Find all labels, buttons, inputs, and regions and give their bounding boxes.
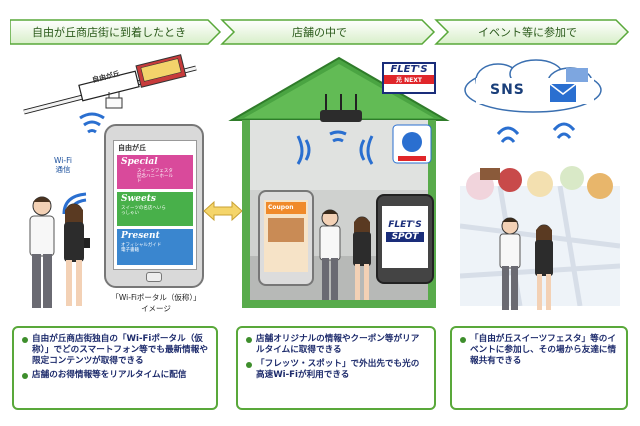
portal-phone-screen: 自由が丘 Special スイーツフェスタ記念ハニーホールド Sweets スイ… <box>113 140 197 270</box>
tile-sweets[interactable]: Sweets スイーツの名店へいらっしゃい <box>117 192 193 226</box>
bullet-dot-icon <box>460 337 466 343</box>
flets-logo-sub: 光 NEXT <box>384 75 434 84</box>
bullet-dot-icon <box>246 337 252 343</box>
coupon-screen: Coupon <box>264 200 308 272</box>
couple-illustration-left <box>29 196 90 308</box>
spot-sticker-icon <box>392 124 432 164</box>
tile-present[interactable]: Present オフィシャルガイド電子書籍 <box>117 229 193 265</box>
info-bullet: 「自由が丘スイーツフェスタ」等のイベントに参加し、その場から友達に情報共有できる <box>460 334 618 367</box>
flets-logo: FLET'S 光 NEXT <box>382 62 436 94</box>
info-bullet: 自由が丘商店街独自の「Wi-Fiポータル（仮称）」でどのスマートフォン等でも最新… <box>22 334 208 367</box>
step-arrow-2 <box>220 19 436 45</box>
tile-sweets-sub: スイーツの名店へいらっしゃい <box>121 206 166 216</box>
tile-special-title: Special <box>121 157 158 167</box>
tile-sweets-title: Sweets <box>121 194 156 204</box>
info-bullet-text: 「フレッツ・スポット」で外出先でも光の高速Wi-Fiが利用できる <box>256 359 420 380</box>
bullet-dot-icon <box>246 362 252 368</box>
info-box-arrival: 自由が丘商店街独自の「Wi-Fiポータル（仮称）」でどのスマートフォン等でも最新… <box>12 326 218 410</box>
wifi-label-line1: Wi-Fi <box>54 156 72 165</box>
tile-special[interactable]: Special スイーツフェスタ記念ハニーホールド <box>117 155 193 189</box>
couple-illustration-right <box>499 217 553 310</box>
flets-spot-brand: FLET'S <box>388 220 422 230</box>
coupon-label: Coupon <box>266 202 306 214</box>
step-arrow-3 <box>434 19 630 45</box>
info-bullet-text: 自由が丘商店街独自の「Wi-Fiポータル（仮称）」でどのスマートフォン等でも最新… <box>32 334 208 366</box>
flets-logo-title: FLET'S <box>390 64 428 75</box>
tile-present-sub: オフィシャルガイド電子書籍 <box>121 243 162 253</box>
portal-phone: 自由が丘 Special スイーツフェスタ記念ハニーホールド Sweets スイ… <box>104 124 204 288</box>
portal-caption-line1: 「Wi-Fiポータル（仮称）」 <box>111 293 201 302</box>
portal-title: 自由が丘 <box>118 144 146 152</box>
sns-label: SNS <box>490 82 525 98</box>
wifi-label-line2: 通信 <box>55 165 71 174</box>
step-label-event: イベント等に参加で <box>478 26 577 39</box>
info-bullet-text: 店舗オリジナルの情報やクーポン等がリアルタイムに取得できる <box>256 334 420 355</box>
info-bullet-text: 「自由が丘スイーツフェスタ」等のイベントに参加し、その場から友達に情報共有できる <box>470 334 617 366</box>
sns-cloud-illustration <box>464 59 602 113</box>
info-bullet-text: 店舗のお得情報等をリアルタイムに配信 <box>32 370 187 380</box>
flets-spot-text: SPOT <box>386 232 424 242</box>
sns-wifi-waves-icon <box>496 122 576 143</box>
tile-present-title: Present <box>121 231 160 241</box>
portal-caption-line2: イメージ <box>141 304 171 313</box>
router-icon <box>320 94 362 122</box>
step-arrows <box>10 19 630 45</box>
bullet-dot-icon <box>22 337 28 343</box>
info-box-event: 「自由が丘スイーツフェスタ」等のイベントに参加し、その場から友達に情報共有できる <box>450 326 628 410</box>
info-bullet: 「フレッツ・スポット」で外出先でも光の高速Wi-Fiが利用できる <box>246 359 426 381</box>
step-arrow-1 <box>10 19 222 45</box>
coupon-phone: Coupon <box>258 190 314 286</box>
tile-special-sub: スイーツフェスタ記念ハニーホールド <box>137 169 173 184</box>
store-wifi-waves-icon <box>296 130 374 165</box>
couple-illustration-center <box>319 209 371 300</box>
info-bullet: 店舗のお得情報等をリアルタイムに配信 <box>22 370 208 381</box>
flets-spot-phone: FLET'S SPOT <box>376 194 434 284</box>
flets-spot-screen: FLET'S SPOT <box>382 206 428 268</box>
step-label-arrival: 自由が丘商店街に到着したとき <box>32 26 186 39</box>
info-box-in-store: 店舗オリジナルの情報やクーポン等がリアルタイムに取得できる 「フレッツ・スポット… <box>236 326 436 410</box>
step-label-in-store: 店舗の中で <box>292 26 347 39</box>
wifi-waves-icon <box>79 112 105 134</box>
coupon-image <box>268 218 304 242</box>
portal-caption: 「Wi-Fiポータル（仮称）」 イメージ <box>106 292 206 314</box>
bullet-dot-icon <box>22 373 28 379</box>
step-banner <box>10 18 630 46</box>
info-bullet: 店舗オリジナルの情報やクーポン等がリアルタイムに取得できる <box>246 334 426 356</box>
wifi-label: Wi-Fi 通信 <box>46 156 80 174</box>
street-sign-illustration <box>23 54 197 115</box>
home-button[interactable] <box>146 272 162 282</box>
